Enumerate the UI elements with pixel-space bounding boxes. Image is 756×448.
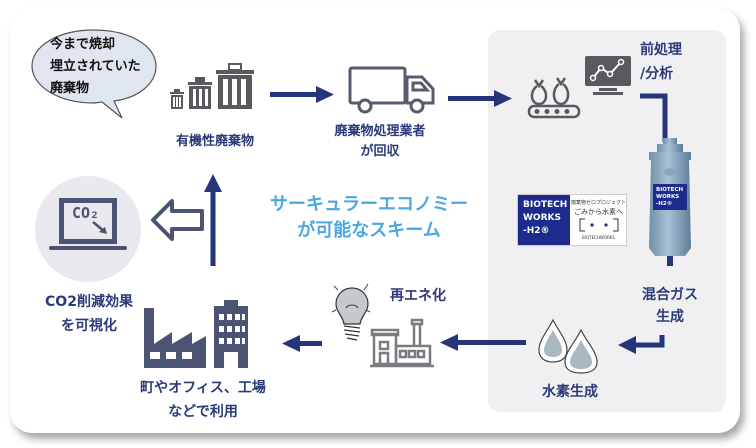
analytics-monitor-icon (585, 56, 631, 95)
label-collection-line-2: が回収 (360, 144, 400, 159)
arrow-right-icon (270, 86, 334, 103)
arrow-left-icon (440, 334, 526, 351)
logo-brand: BIOTECH WORKS -H2® (518, 195, 570, 245)
arrow-right-icon (448, 90, 512, 107)
speech-bubble (31, 29, 157, 119)
outline-arrow-left-icon (151, 199, 204, 241)
logo-top-text: 廃棄物ゼロプロジェクト (571, 200, 627, 206)
arrow-left-icon (282, 335, 322, 352)
label-preprocess-line-2: /分析 (640, 66, 674, 82)
tank-label: BIOTECH WORKS -H2® (656, 187, 683, 208)
label-preprocess: 前処理 /分析 (640, 38, 682, 86)
tank-label-line-2: WORKS (656, 194, 680, 200)
trash-can-icon (170, 63, 254, 109)
label-mixed-gas-line-2: 生成 (656, 309, 684, 325)
logo-line-2: WORKS (523, 213, 561, 223)
bubble-line-1: 今まで焼却 (50, 37, 116, 52)
label-usage-line-2: などで利用 (168, 404, 238, 420)
light-bulb-icon (331, 283, 371, 341)
tank-label-line-1: BIOTECH (656, 187, 684, 193)
label-usage-line-1: 町やオフィス、工場 (140, 380, 266, 396)
biotech-works-logo: BIOTECH WORKS -H2® 廃棄物ゼロプロジェクト ごみから水素へ B… (517, 194, 627, 246)
label-mixed-gas-line-1: 混合ガス (642, 287, 698, 303)
logo-main-text: ごみから水素へ (574, 208, 623, 216)
label-collection: 廃棄物処理業者 が回収 (305, 122, 455, 162)
arrow-left-icon (618, 335, 665, 354)
label-co2: CO2削減効果 を可視化 (24, 290, 154, 338)
connector-line (640, 93, 668, 142)
bubble-line-3: 廃棄物 (50, 81, 90, 96)
label-preprocess-line-1: 前処理 (640, 42, 682, 58)
logo-tagline: 廃棄物ゼロプロジェクト ごみから水素へ BIOTECHWORKS (571, 195, 626, 245)
label-usage: 町やオフィス、工場 などで利用 (128, 376, 278, 424)
label-co2-line-2: を可視化 (61, 318, 117, 334)
label-hydrogen: 水素生成 (542, 384, 598, 400)
scheme-title-line-1: サーキュラーエコノミー (270, 194, 468, 215)
scheme-title: サーキュラーエコノミー が可能なスキーム (238, 192, 500, 244)
arrow-up-icon (204, 174, 222, 266)
label-renewable: 再エネ化 (390, 288, 446, 304)
logo-line-3: -H2® (523, 226, 550, 236)
truck-icon (348, 66, 435, 114)
tank-label-line-3: -H2® (656, 201, 673, 207)
label-organic-waste: 有機性廃棄物 (175, 134, 254, 149)
water-drops-icon (538, 318, 598, 374)
bubble-text: 今まで焼却 埋立されていた 廃棄物 (50, 34, 141, 100)
scheme-title-line-2: が可能なスキーム (297, 220, 441, 241)
logo-line-1: BIOTECH (523, 200, 568, 210)
bubble-line-2: 埋立されていた (50, 59, 141, 74)
logo-mark-icon (579, 218, 618, 232)
label-mixed-gas: 混合ガス 生成 (620, 284, 720, 328)
conveyor-bags-icon (527, 77, 581, 119)
factory-building-icon (144, 300, 248, 368)
co2-icon-text: CO₂ (72, 204, 100, 222)
label-collection-line-1: 廃棄物処理業者 (334, 124, 426, 139)
logo-bottom-text: BIOTECHWORKS (582, 235, 615, 240)
label-co2-line-1: CO2削減効果 (45, 294, 133, 310)
fermentation-tank-icon (649, 138, 691, 266)
power-plant-icon (370, 318, 434, 368)
co2-laptop-icon (35, 176, 141, 282)
